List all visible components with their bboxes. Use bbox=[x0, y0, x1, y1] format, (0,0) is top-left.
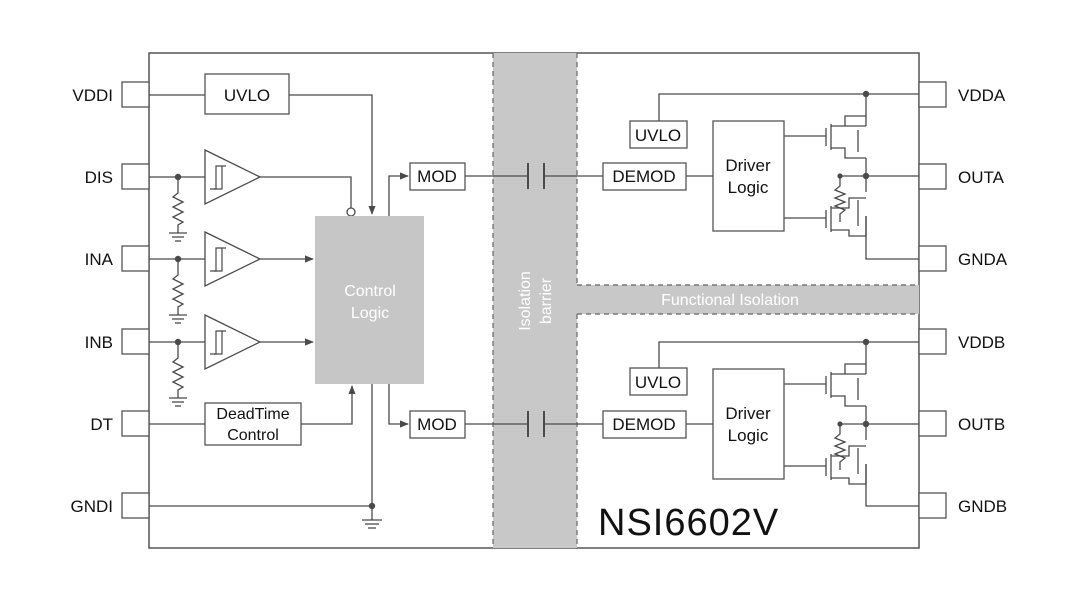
pin-label-gnda: GNDA bbox=[958, 250, 1008, 269]
isolation-barrier-label-1: Isolation bbox=[517, 271, 534, 331]
pin-dis bbox=[121, 163, 150, 190]
mod-b-label: MOD bbox=[417, 415, 457, 434]
dis-inversion-bubble bbox=[346, 207, 356, 217]
output-mosfets bbox=[825, 115, 867, 485]
deadtime-label-2: Control bbox=[227, 427, 279, 444]
pin-gndb bbox=[918, 492, 947, 519]
demod-a-label: DEMOD bbox=[612, 167, 675, 186]
pin-gndi bbox=[121, 492, 150, 519]
pin-label-inb: INB bbox=[85, 333, 113, 352]
pin-label-vdda: VDDA bbox=[958, 86, 1006, 105]
driver-logic-b-block bbox=[712, 368, 785, 480]
mod-b-block bbox=[409, 410, 466, 439]
pin-label-gndi: GNDI bbox=[71, 497, 114, 516]
control-logic-label-2: Logic bbox=[351, 305, 389, 322]
demod-a-block bbox=[602, 162, 687, 191]
pin-outa bbox=[918, 163, 947, 190]
pulldown-resistors bbox=[169, 177, 382, 529]
pin-label-dt: DT bbox=[90, 415, 113, 434]
driver-a-label-1: Driver bbox=[725, 156, 771, 175]
hysteresis-symbols bbox=[210, 165, 226, 355]
pin-label-ina: INA bbox=[85, 250, 114, 269]
driver-b-label-2: Logic bbox=[728, 426, 769, 445]
pin-label-dis: DIS bbox=[85, 168, 113, 187]
schmitt-buffers bbox=[204, 148, 262, 371]
pin-label-vddb: VDDB bbox=[958, 333, 1005, 352]
pin-label-outb: OUTB bbox=[958, 415, 1005, 434]
uvlo-a-label: UVLO bbox=[635, 126, 681, 145]
uvlo-left-block bbox=[204, 73, 290, 115]
right-pins bbox=[918, 81, 947, 519]
pin-vdda bbox=[918, 81, 947, 108]
right-wires bbox=[658, 93, 919, 507]
deadtime-label-1: DeadTime bbox=[216, 406, 289, 423]
part-number: NSI6602V bbox=[598, 502, 779, 544]
functional-isolation-label: Functional Isolation bbox=[661, 292, 799, 309]
uvlo-b-label: UVLO bbox=[635, 373, 681, 392]
pin-dt bbox=[121, 410, 150, 437]
right-junction-dots bbox=[837, 90, 870, 428]
demod-b-label: DEMOD bbox=[612, 415, 675, 434]
schmitt-buffer-inb bbox=[204, 313, 262, 371]
pin-ina bbox=[121, 245, 150, 272]
left-wires bbox=[149, 94, 603, 520]
pin-outb bbox=[918, 410, 947, 437]
isolation-barrier bbox=[493, 53, 577, 548]
functional-isolation-band bbox=[577, 285, 919, 314]
uvlo-b-block bbox=[629, 367, 688, 396]
mod-a-label: MOD bbox=[417, 167, 457, 186]
demod-b-block bbox=[602, 410, 687, 439]
driver-a-label-2: Logic bbox=[728, 178, 769, 197]
left-pins bbox=[121, 81, 150, 519]
uvlo-left-label: UVLO bbox=[224, 86, 270, 105]
pin-gnda bbox=[918, 245, 947, 272]
schmitt-buffer-ina bbox=[204, 230, 262, 288]
isolation-barrier-label-2: barrier bbox=[538, 277, 555, 324]
pin-vddi bbox=[121, 81, 150, 108]
deadtime-control-block bbox=[204, 402, 302, 446]
schmitt-buffer-dis bbox=[204, 148, 262, 206]
uvlo-a-block bbox=[629, 120, 688, 149]
control-logic-block bbox=[315, 216, 424, 384]
pin-label-gndb: GNDB bbox=[958, 497, 1007, 516]
pin-vddb bbox=[918, 328, 947, 355]
control-logic-label-1: Control bbox=[344, 283, 396, 300]
barrier-capacitors bbox=[527, 163, 545, 437]
mod-a-block bbox=[409, 162, 466, 191]
pin-inb bbox=[121, 328, 150, 355]
driver-b-label-1: Driver bbox=[725, 404, 771, 423]
pin-label-outa: OUTA bbox=[958, 168, 1005, 187]
pin-label-vddi: VDDI bbox=[72, 86, 113, 105]
driver-logic-a-block bbox=[712, 120, 785, 232]
